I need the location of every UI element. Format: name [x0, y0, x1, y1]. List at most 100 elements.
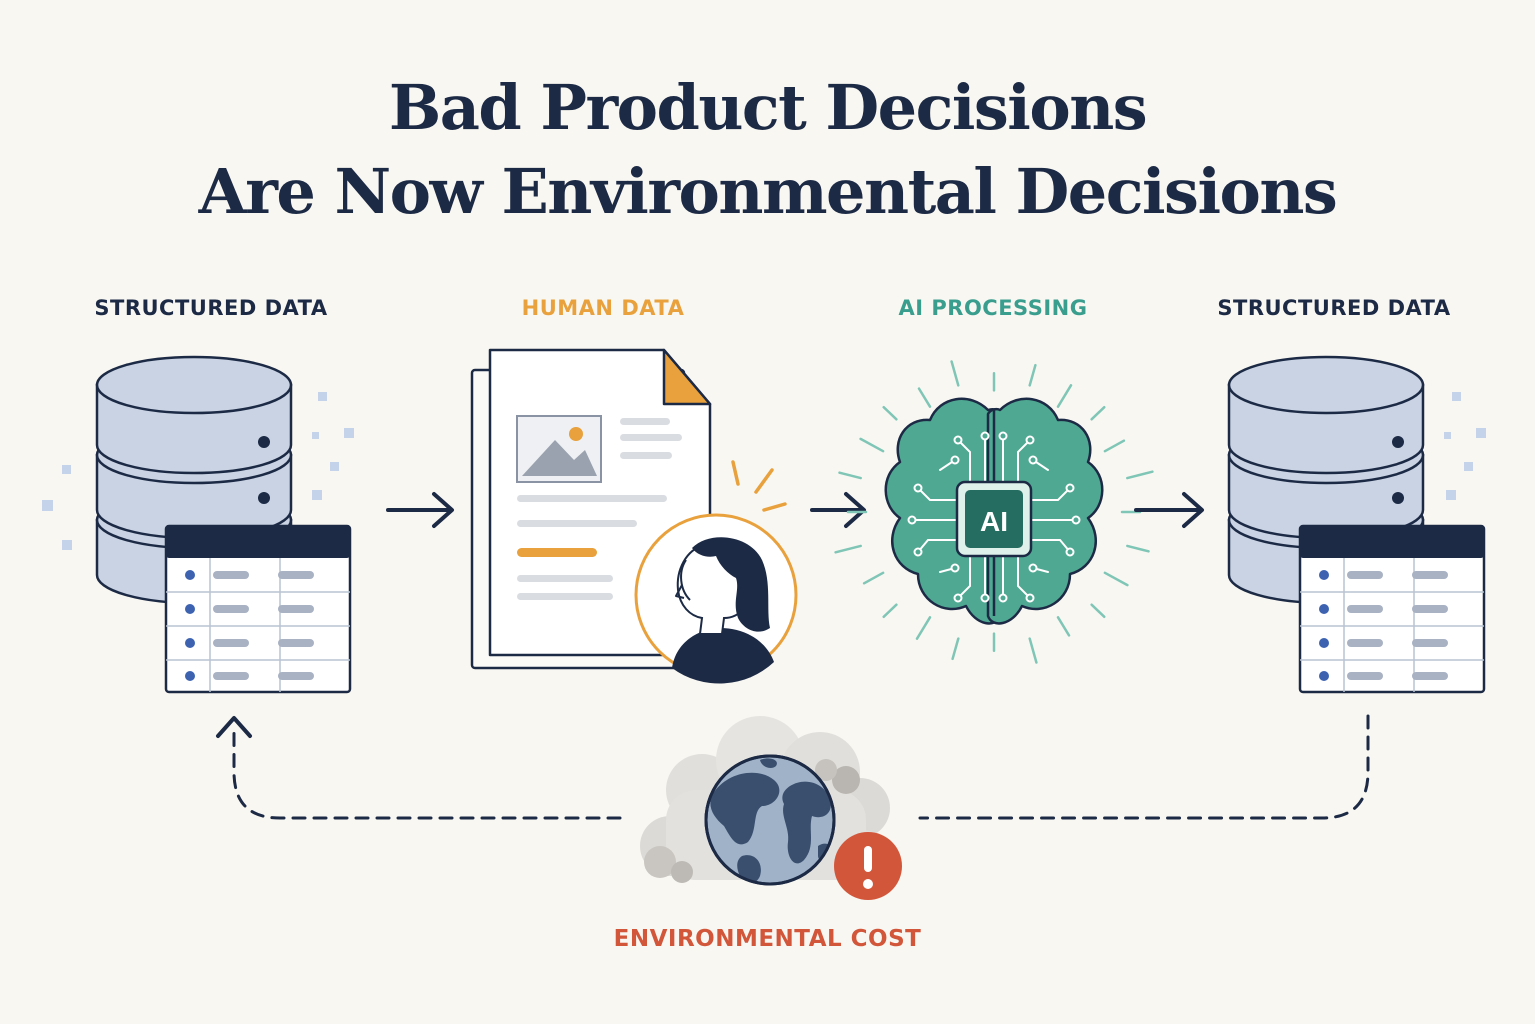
circuit-trace: [1017, 439, 1031, 483]
page-title: Bad Product Decisions Are Now Environmen…: [0, 66, 1535, 234]
data-table-icon: [1298, 524, 1486, 694]
circuit-trace: [957, 439, 971, 483]
database-table-icon: [42, 355, 354, 694]
circuit-node: [950, 563, 960, 573]
circuit-node: [1025, 593, 1035, 603]
circuit-node: [980, 431, 990, 441]
energy-ray: [1126, 470, 1154, 480]
circuit-trace: [917, 487, 958, 501]
title-line-1: Bad Product Decisions: [388, 71, 1148, 144]
row-cell-bar: [213, 639, 249, 647]
row-cell-bar: [278, 639, 314, 647]
arrow-right-icon: [1134, 492, 1204, 528]
energy-ray: [882, 603, 898, 619]
energy-ray: [917, 387, 932, 408]
row-dot: [185, 638, 195, 648]
arrow-right-icon: [386, 492, 454, 528]
circuit-node: [1028, 455, 1038, 465]
energy-ray: [862, 571, 885, 585]
row-cell-bar: [213, 605, 249, 613]
row-cell-bar: [278, 571, 314, 579]
circuit-node: [998, 431, 1008, 441]
circuit-trace: [1030, 487, 1071, 501]
row-cell-bar: [1412, 672, 1448, 680]
row-cell-bar: [1412, 571, 1448, 579]
person-avatar-icon: [634, 513, 798, 684]
energy-ray: [950, 360, 960, 387]
ai-brain-icon: AI: [834, 360, 1154, 664]
document-person-icon: [470, 348, 798, 684]
circuit-trace: [917, 539, 958, 553]
circuit-node: [950, 455, 960, 465]
stage-label-structured-data-input: STRUCTURED DATA: [94, 296, 328, 320]
circuit-node: [998, 593, 1008, 603]
energy-ray: [1126, 544, 1150, 553]
title-line-2: Are Now Environmental Decisions: [198, 155, 1338, 228]
circuit-node: [913, 547, 923, 557]
energy-ray: [1103, 439, 1126, 453]
arrow-right-icon: [810, 492, 866, 528]
stage-label-human-data: HUMAN DATA: [521, 296, 685, 320]
row-cell-bar: [1347, 605, 1383, 613]
environmental-cost-label: ENVIRONMENTAL COST: [613, 926, 922, 952]
row-cell-bar: [278, 605, 314, 613]
circuit-trace: [1017, 555, 1031, 599]
row-dot: [1319, 671, 1329, 681]
energy-ray: [834, 544, 862, 554]
row-cell-bar: [1347, 639, 1383, 647]
circuit-trace: [957, 555, 971, 599]
row-cell-bar: [1412, 605, 1448, 613]
energy-ray: [1028, 637, 1038, 664]
circuit-traces: [907, 431, 1081, 603]
warning-exclamation-icon: [834, 832, 902, 900]
row-cell-bar: [213, 672, 249, 680]
row-cell-bar: [1412, 639, 1448, 647]
energy-ray: [859, 437, 885, 453]
stage-label-ai-processing: AI PROCESSING: [898, 296, 1088, 320]
energy-ray: [1056, 616, 1071, 637]
circuit-node: [1025, 435, 1035, 445]
row-cell-bar: [278, 672, 314, 680]
image-placeholder-icon: [516, 415, 602, 483]
circuit-node: [1065, 483, 1075, 493]
data-table-icon: [164, 524, 352, 694]
feedback-loop-arrow: [216, 714, 1370, 820]
energy-ray: [1090, 405, 1106, 421]
attention-burst-icon: [731, 460, 787, 512]
circuit-node: [953, 593, 963, 603]
circuit-node: [953, 435, 963, 445]
circuit-node: [1028, 563, 1038, 573]
circuit-node: [1071, 515, 1081, 525]
globe-warning-icon: [640, 716, 902, 900]
energy-rays-decoration: [834, 360, 1154, 664]
energy-ray: [882, 405, 898, 421]
row-dot: [1319, 570, 1329, 580]
row-dot: [1319, 638, 1329, 648]
ai-chip: AI: [955, 480, 1033, 558]
circuit-node: [913, 483, 923, 493]
row-dot: [185, 604, 195, 614]
energy-ray: [1103, 571, 1129, 587]
pixel-scatter-decoration: [42, 392, 354, 550]
energy-ray: [1056, 384, 1073, 408]
energy-ray: [1090, 603, 1106, 619]
database-table-icon: [1227, 355, 1486, 694]
row-cell-bar: [213, 571, 249, 579]
row-dot: [185, 671, 195, 681]
row-dot: [1319, 604, 1329, 614]
row-cell-bar: [1347, 571, 1383, 579]
row-dot: [185, 570, 195, 580]
stage-label-structured-data-output: STRUCTURED DATA: [1217, 296, 1451, 320]
circuit-trace: [1030, 539, 1071, 553]
circuit-node: [907, 515, 917, 525]
ai-chip-label: AI: [980, 506, 1008, 537]
circuit-node: [980, 593, 990, 603]
energy-ray: [838, 471, 862, 480]
row-cell-bar: [1347, 672, 1383, 680]
energy-ray: [1028, 363, 1037, 387]
energy-ray: [915, 616, 932, 640]
globe-icon: [704, 754, 836, 886]
circuit-node: [1065, 547, 1075, 557]
energy-ray: [951, 637, 960, 661]
